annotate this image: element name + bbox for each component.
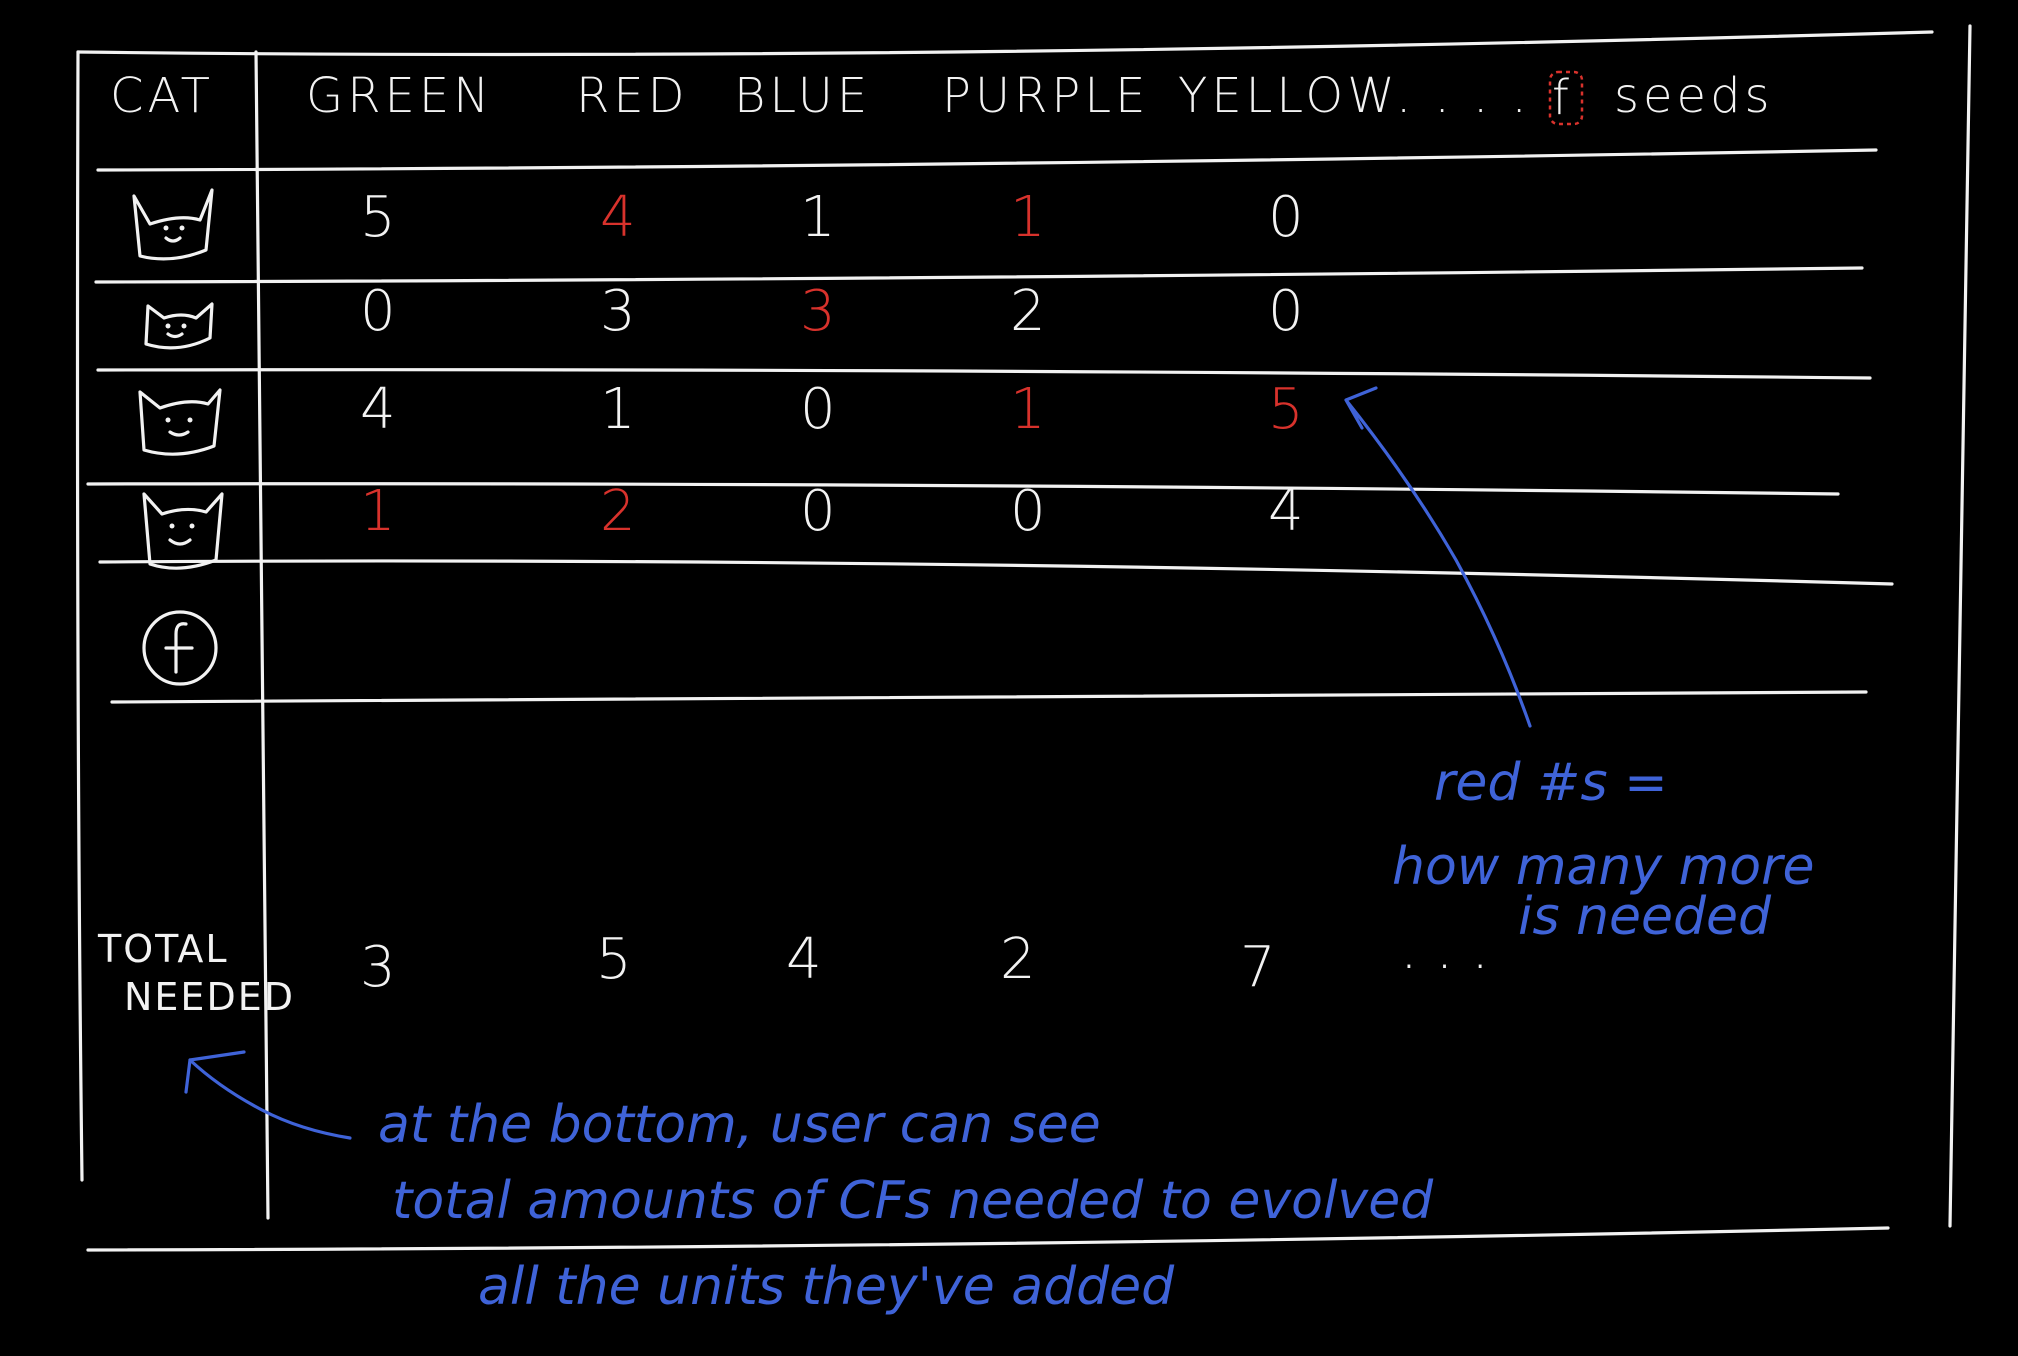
cat-face-4-icon — [142, 492, 224, 570]
note-red-line3: is needed — [1518, 887, 1772, 947]
note-bottom-line3: all the units they've added — [478, 1257, 1175, 1317]
seeds-f-icon: f — [1548, 70, 1584, 126]
cat-face-3-icon — [138, 388, 222, 456]
header-seeds-label: seeds — [1614, 68, 1774, 124]
header-col-yellow: YELLOW — [1178, 68, 1399, 124]
header-col-red: RED — [576, 68, 689, 124]
cell-r1-c3: 1 — [800, 185, 836, 250]
table-cells: 5 4 1 1 0 0 3 3 2 0 4 1 0 1 5 1 2 0 0 4 — [360, 185, 1304, 544]
header-ellipsis: . . . . — [1396, 68, 1531, 124]
seed-f-circle-icon — [142, 610, 218, 686]
header-col-green: GREEN — [306, 68, 493, 124]
total-ellipsis: . . . — [1400, 917, 1489, 982]
total-label-line2: NEEDED — [124, 975, 295, 1019]
header-col-purple: PURPLE — [942, 68, 1149, 124]
cell-r2-c3: 3 — [800, 279, 836, 344]
cell-r4-c5: 4 — [1268, 479, 1304, 544]
cell-r2-c4: 2 — [1010, 279, 1046, 344]
cat-face-1-icon — [132, 188, 214, 261]
total-red: 5 — [596, 927, 632, 992]
cell-r3-c4: 1 — [1010, 377, 1046, 442]
arrow-to-total-label — [184, 1050, 352, 1140]
cell-r1-c5: 0 — [1268, 185, 1304, 250]
cat-face-2-icon — [144, 302, 214, 350]
cell-r4-c1: 1 — [360, 479, 396, 544]
cell-r2-c5: 0 — [1268, 279, 1304, 344]
cell-r1-c4: 1 — [1010, 185, 1046, 250]
outer-frame — [75, 24, 1972, 1252]
row-lines — [86, 148, 1894, 704]
svg-text:f: f — [1552, 70, 1573, 126]
header-cat-label: CAT — [110, 68, 214, 124]
cell-r3-c3: 0 — [800, 377, 836, 442]
cell-r4-c4: 0 — [1010, 479, 1046, 544]
total-blue: 4 — [786, 927, 822, 992]
note-bottom-line1: at the bottom, user can see — [378, 1095, 1101, 1155]
cell-r2-c1: 0 — [360, 279, 396, 344]
cell-r4-c2: 2 — [600, 479, 636, 544]
total-label-line1: TOTAL — [97, 927, 229, 971]
arrow-to-red-five — [1344, 386, 1532, 728]
cell-r4-c3: 0 — [800, 479, 836, 544]
cell-r1-c1: 5 — [360, 185, 396, 250]
cell-r1-c2: 4 — [600, 185, 636, 250]
cell-r2-c2: 3 — [600, 279, 636, 344]
note-bottom-line2: total amounts of CFs needed to evolved — [392, 1171, 1434, 1231]
column-divider — [254, 50, 270, 1220]
note-red-line1: red #s = — [1434, 753, 1668, 813]
cell-r3-c5: 5 — [1268, 377, 1304, 442]
total-yellow: 7 — [1240, 935, 1276, 1000]
header-col-blue: BLUE — [734, 68, 871, 124]
note-red-line2: how many more — [1392, 837, 1814, 897]
total-green: 3 — [360, 935, 396, 1000]
cell-r3-c2: 1 — [600, 377, 636, 442]
cell-r3-c1: 4 — [360, 377, 396, 442]
total-purple: 2 — [1000, 927, 1036, 992]
